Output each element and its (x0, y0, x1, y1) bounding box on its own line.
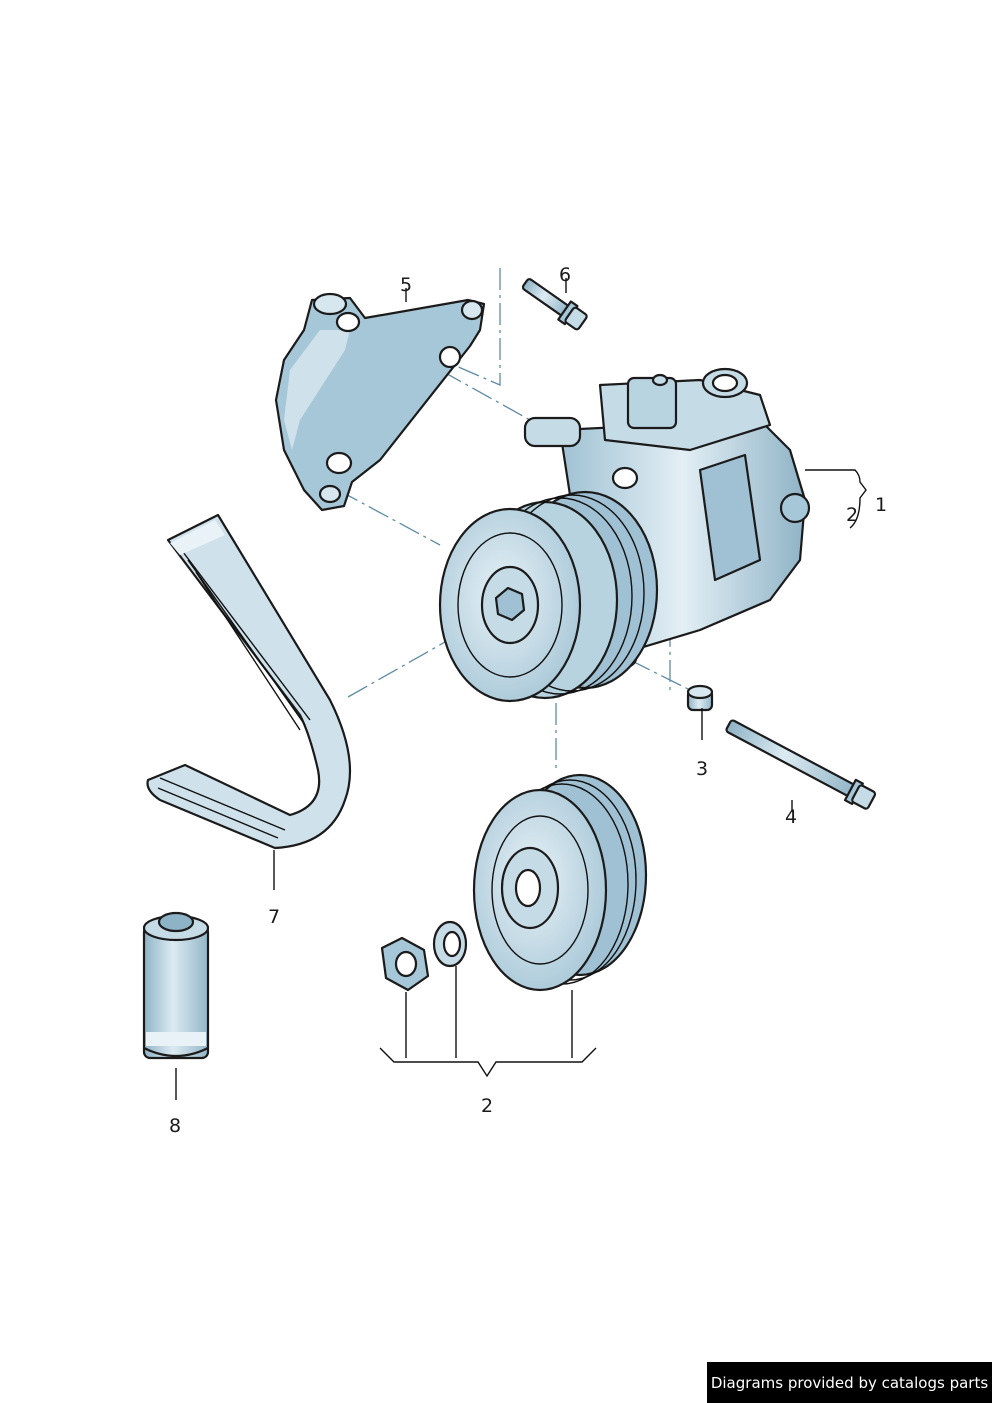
callout-1: 1 (875, 494, 887, 516)
callout-2-pulley: 2 (481, 1095, 493, 1117)
credit-text: Diagrams provided by catalogs parts (710, 1373, 989, 1392)
pulley-assembly (380, 773, 648, 992)
oil-bottle (142, 911, 210, 1060)
long-bolt (725, 719, 877, 810)
callout-7: 7 (268, 906, 280, 928)
callout-2-compressor: 2 (846, 504, 858, 526)
bushing (686, 684, 714, 712)
callout-5: 5 (400, 274, 412, 296)
ac-compressor (438, 367, 811, 703)
callout-8: 8 (169, 1115, 181, 1137)
callout-labels: 5 6 1 2 3 4 7 2 8 (169, 264, 887, 1137)
credit-banner: Diagrams provided by catalogs parts (707, 1362, 992, 1403)
bracket-bolt (521, 278, 588, 331)
callout-4: 4 (785, 806, 797, 828)
mounting-bracket (274, 292, 486, 512)
poly-v-belt (146, 513, 352, 850)
callout-6: 6 (559, 264, 571, 286)
callout-3: 3 (696, 758, 708, 780)
leader-lines (175, 278, 867, 1100)
